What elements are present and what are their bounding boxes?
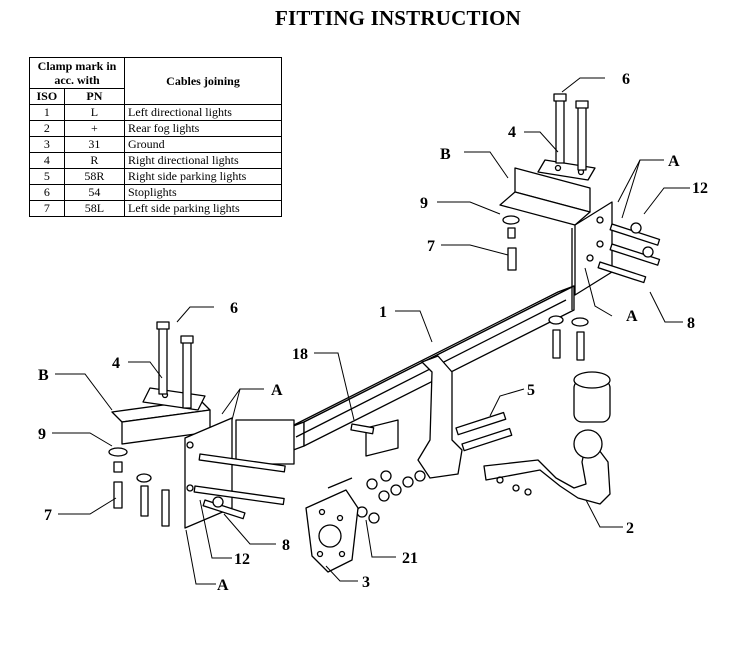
label-part-8: 8 xyxy=(687,315,695,332)
label-part-a: A xyxy=(626,308,638,325)
cell-pn: 31 xyxy=(63,136,126,153)
label-part-1: 1 xyxy=(379,304,387,321)
label-part-12: 12 xyxy=(692,180,708,197)
label-part-a: A xyxy=(668,153,680,170)
label-part-12: 12 xyxy=(234,551,250,568)
label-part-6: 6 xyxy=(622,71,630,88)
label-part-9: 9 xyxy=(420,195,428,212)
cell-desc: Stoplights xyxy=(124,184,282,201)
label-part-4: 4 xyxy=(112,355,120,372)
cell-pn: 58L xyxy=(63,200,126,217)
header-pn: PN xyxy=(63,88,126,105)
label-part-3: 3 xyxy=(362,574,370,591)
label-part-9: 9 xyxy=(38,426,46,443)
bolts-part-12-left xyxy=(193,453,286,520)
cell-iso: 7 xyxy=(29,200,65,217)
nuts-left xyxy=(108,447,170,527)
label-part-2: 2 xyxy=(626,520,634,537)
label-part-6: 6 xyxy=(230,300,238,317)
label-part-7: 7 xyxy=(427,238,435,255)
cell-desc: Left side parking lights xyxy=(124,200,282,217)
label-part-5: 5 xyxy=(527,382,535,399)
label-part-21: 21 xyxy=(402,550,418,567)
nuts-part-21 xyxy=(356,470,426,524)
label-part-a: A xyxy=(217,577,229,594)
label-part-8: 8 xyxy=(282,537,290,554)
label-part-18: 18 xyxy=(292,346,308,363)
label-part-b: B xyxy=(440,146,451,163)
cables-joining-table: Clamp mark in acc. with Cables joining I… xyxy=(29,57,282,217)
label-part-a: A xyxy=(271,382,283,399)
cell-desc: Ground xyxy=(124,136,282,153)
center-hanger xyxy=(350,355,463,479)
towball-part-2 xyxy=(483,371,611,505)
cell-desc: Right side parking lights xyxy=(124,168,282,185)
page-title: FITTING INSTRUCTION xyxy=(275,6,521,30)
header-clamp-mark: Clamp mark in acc. with xyxy=(29,57,125,89)
label-part-b: B xyxy=(38,367,49,384)
bolts-part-12-right xyxy=(597,222,661,284)
right-bracket xyxy=(499,159,613,310)
nuts-right xyxy=(502,215,589,361)
cell-pn: 54 xyxy=(63,184,126,201)
label-part-4: 4 xyxy=(508,124,516,141)
socket-plate-part-3 xyxy=(305,477,359,573)
bolts-part-5 xyxy=(455,411,513,452)
header-cables-joining: Cables joining xyxy=(124,57,282,105)
bolts-part-6-right xyxy=(553,93,589,171)
label-part-7: 7 xyxy=(44,507,52,524)
bolts-part-6-left xyxy=(156,321,194,409)
cell-desc: Right directional lights xyxy=(124,152,282,169)
